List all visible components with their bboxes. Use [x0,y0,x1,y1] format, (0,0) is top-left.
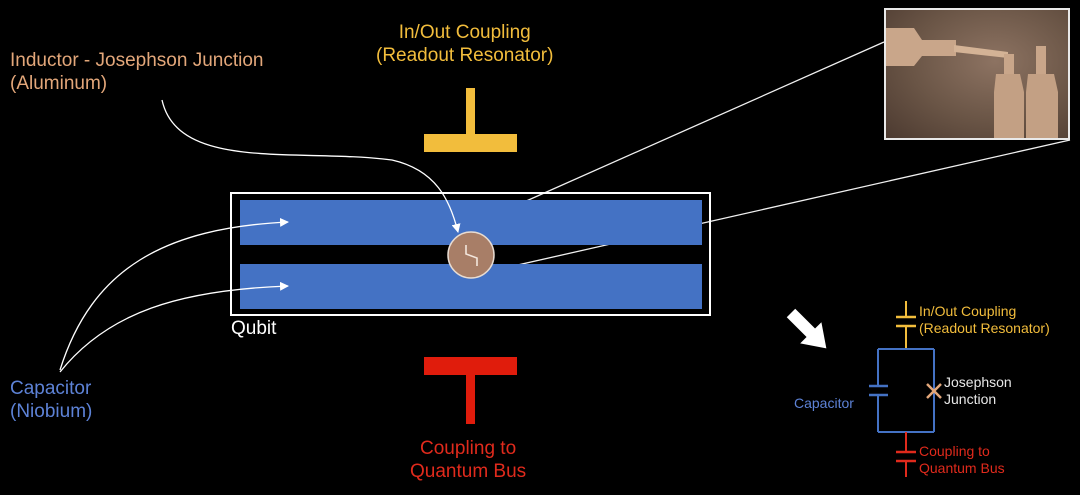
circuit-schematic [869,301,935,477]
inout-coupling-label: In/Out Coupling (Readout Resonator) [376,22,553,68]
capacitor-arrow-bottom [59,281,289,373]
zoom-line-bottom [477,139,1071,275]
bus-coupling-label-line1: Coupling to [420,438,517,459]
junction-micrograph-image [884,8,1070,140]
circuit-inout-label: In/Out Coupling (Readout Resonator) [919,303,1050,337]
circuit-josephson-label-line2: Junction [944,390,997,407]
josephson-cross-icon [926,383,942,399]
capacitor-label-line2: (Niobium) [10,400,93,422]
capacitor-label: Capacitor (Niobium) [10,378,92,424]
bus-coupling-label-line2: Quantum Bus [410,460,527,482]
circuit-josephson-label-line1: Josephson [944,374,1012,390]
junction-wire-icon [465,245,478,266]
circuit-coupling-label: Coupling to Quantum Bus [919,443,1005,477]
circuit-capacitor-label: Capacitor [794,395,854,411]
bus-coupling-label: Coupling to Quantum Bus [410,438,526,484]
inductor-label-line2: (Aluminum) [10,72,108,94]
capacitor-label-line1: Capacitor [10,378,92,399]
inout-coupling-stem [466,88,475,134]
capacitor-arrow-top [59,217,289,371]
zoom-line-top [469,41,885,227]
circuit-josephson-label: Josephson Junction [944,374,1012,408]
circuit-coupling-label-line2: Quantum Bus [919,459,1005,476]
circuit-inout-label-line1: In/Out Coupling [919,303,1017,319]
circuit-inout-label-line2: (Readout Resonator) [919,319,1050,336]
qubit-outline [230,192,711,316]
arrow-down-right-icon [786,308,827,349]
bus-coupling-stem [466,375,475,424]
inout-coupling-label-line1: In/Out Coupling [398,22,531,43]
inductor-label: Inductor - Josephson Junction (Aluminum) [10,50,264,96]
inductor-label-line1: Inductor - Josephson Junction [10,50,264,71]
circuit-coupling-label-line1: Coupling to [919,443,990,459]
inout-coupling-bar [424,134,517,152]
inout-coupling-label-line2: (Readout Resonator) [376,44,554,66]
qubit-label: Qubit [231,318,277,339]
inductor-arrow [161,99,461,233]
bus-coupling-bar [424,357,517,375]
